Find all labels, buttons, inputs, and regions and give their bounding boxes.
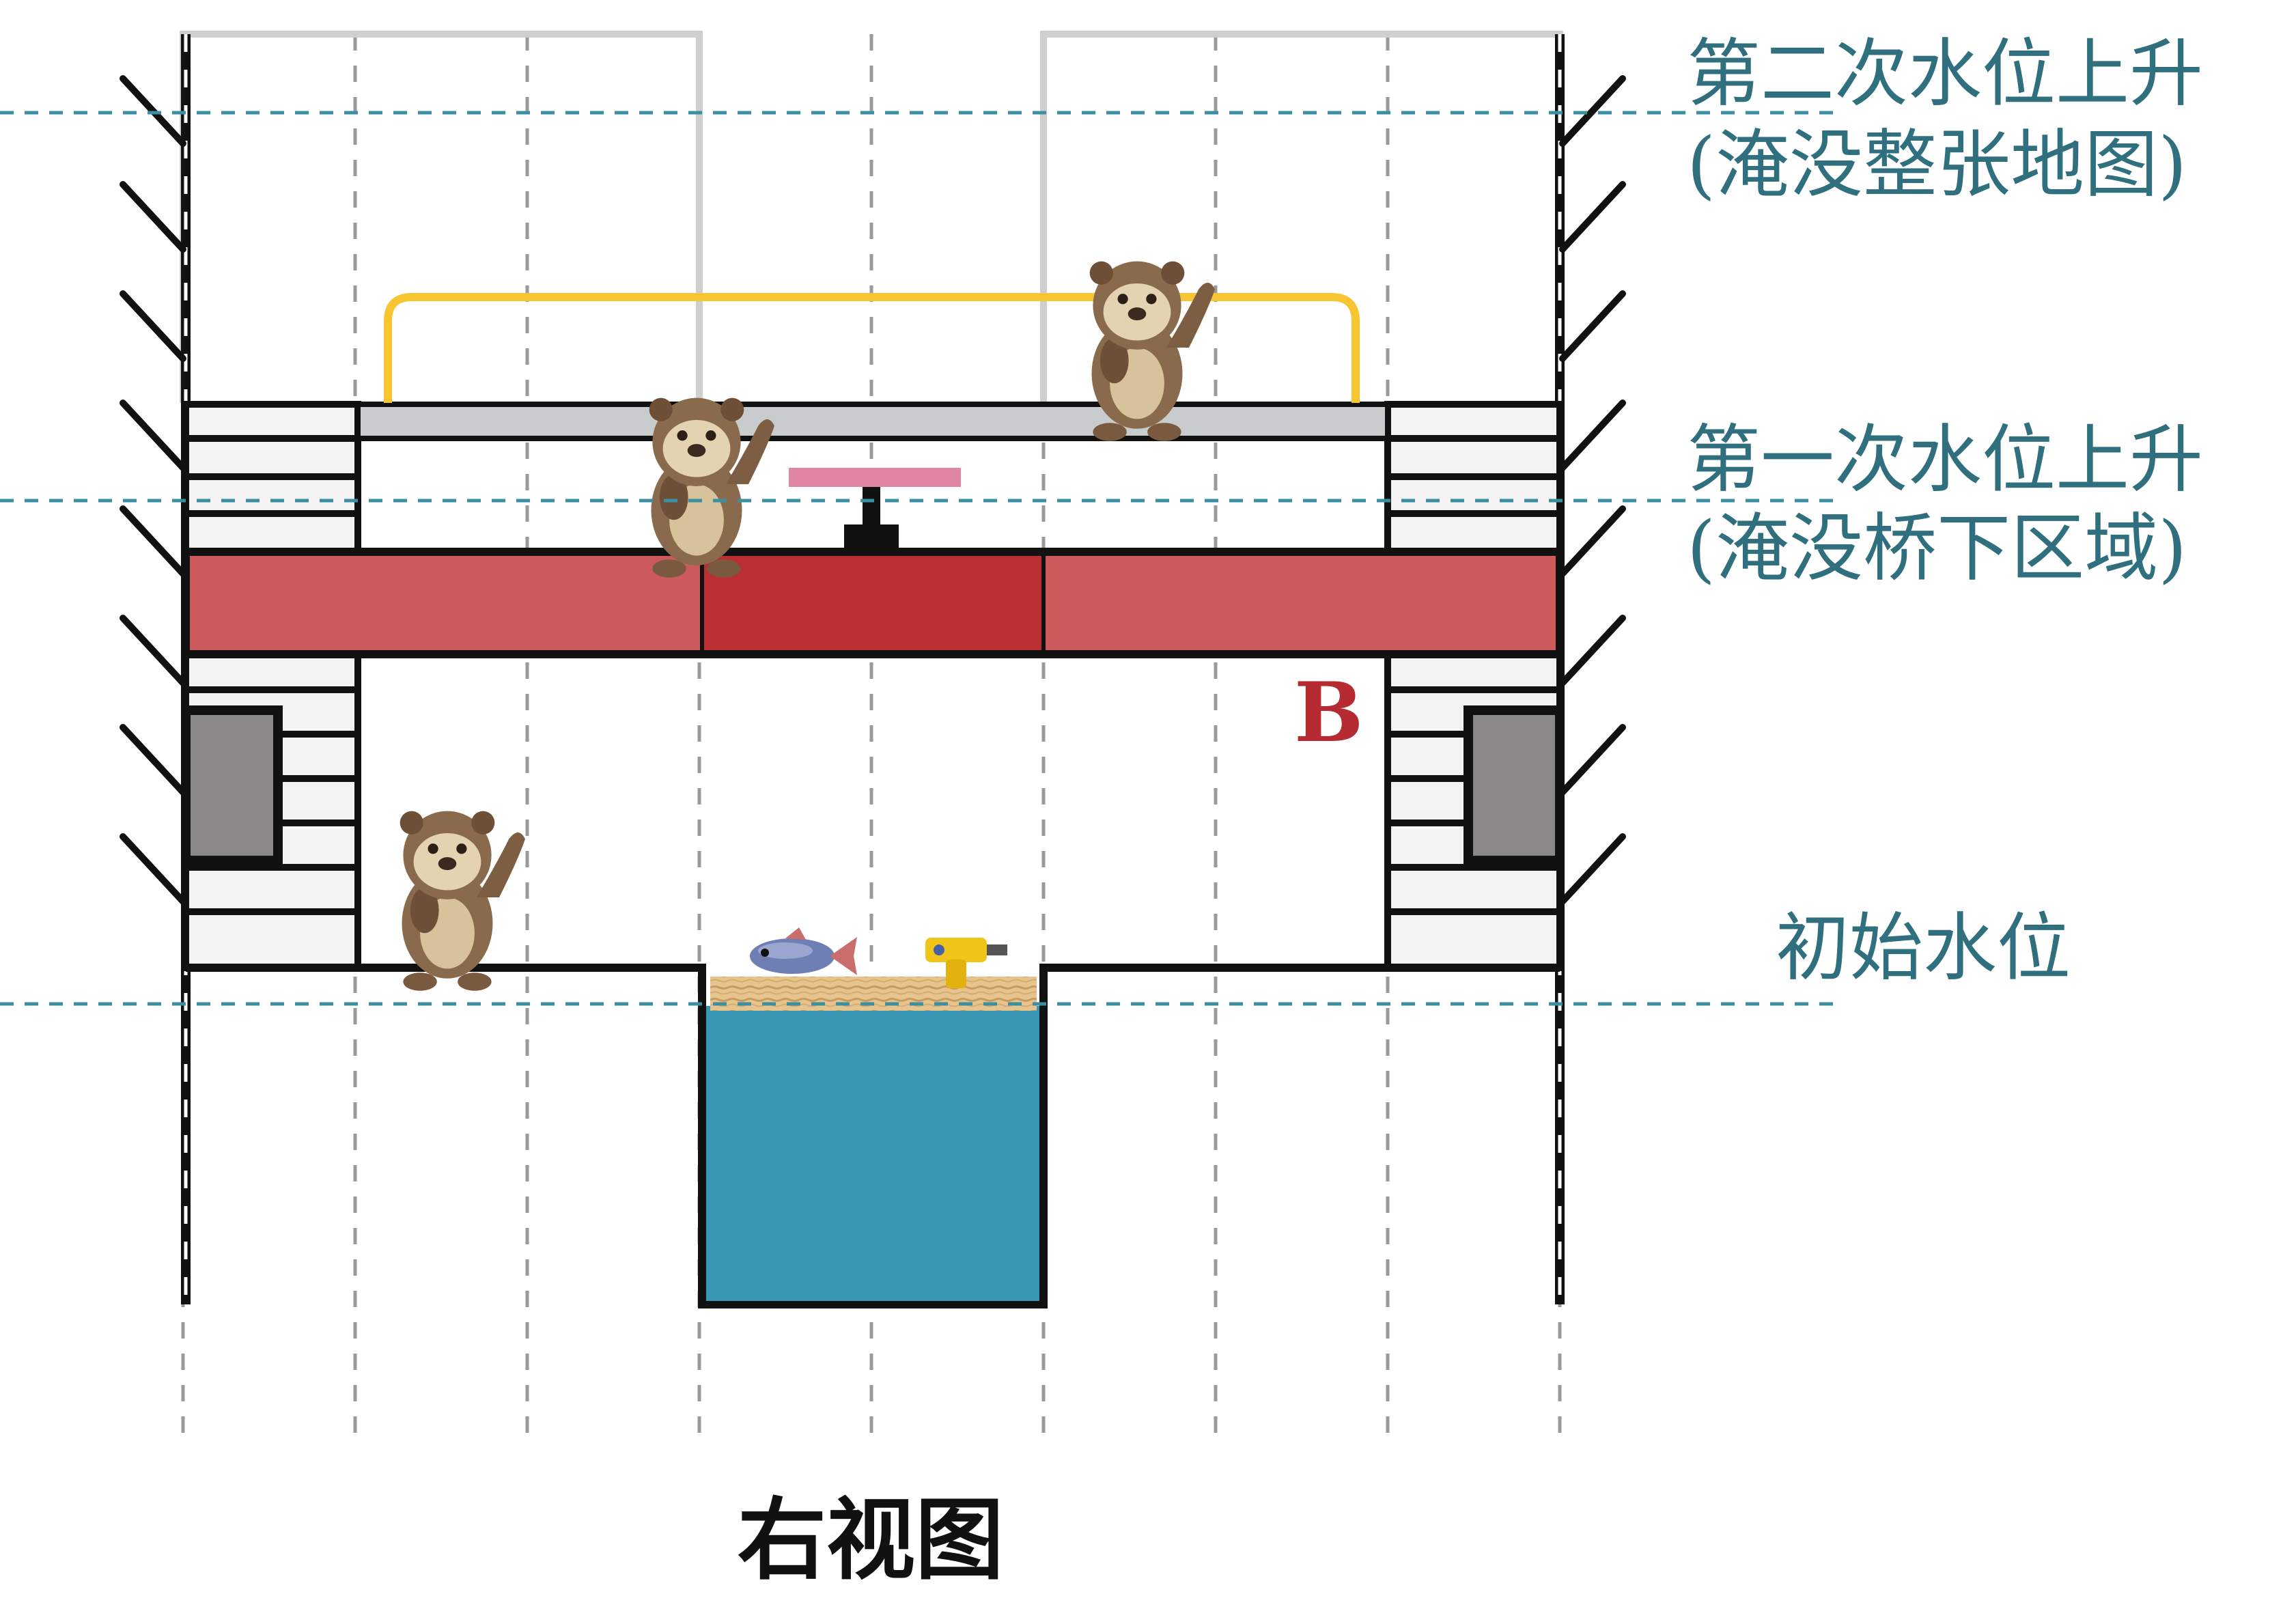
marker-b: B [1294,664,1363,761]
water-pool [706,1006,1039,1301]
wall-hatch-icon [1559,75,1626,905]
view-caption: 右视图 [738,1487,1004,1592]
second-level-label: 第二次水位上升 [1687,31,2203,117]
left-upper-steps [182,401,361,555]
left-lower-steps [181,649,361,971]
first-level-note: (淹没桥下区域) [1687,506,2187,591]
fish-icon [750,927,857,975]
right-lower-steps [1384,649,1565,971]
wall-block [1463,705,1565,865]
upper-deck [355,402,1390,441]
left-wall [120,34,191,1304]
right-wall [1555,34,1626,1304]
wall-hatch-icon [120,75,186,905]
lower-floor [186,964,1560,1308]
red-bridge [182,548,1564,658]
wall-block [181,705,283,865]
initial-level-label: 初始水位 [1776,906,2071,991]
pink-pad [789,468,961,487]
right-upper-steps [1384,401,1563,555]
yellow-cable [384,293,1360,403]
yellow-drill-icon [925,938,1007,988]
first-level-label: 第一次水位上升 [1687,417,2203,503]
water-level-lines [0,111,1844,1006]
second-level-note: (淹没整张地图) [1687,122,2187,208]
pedestal [844,487,899,549]
